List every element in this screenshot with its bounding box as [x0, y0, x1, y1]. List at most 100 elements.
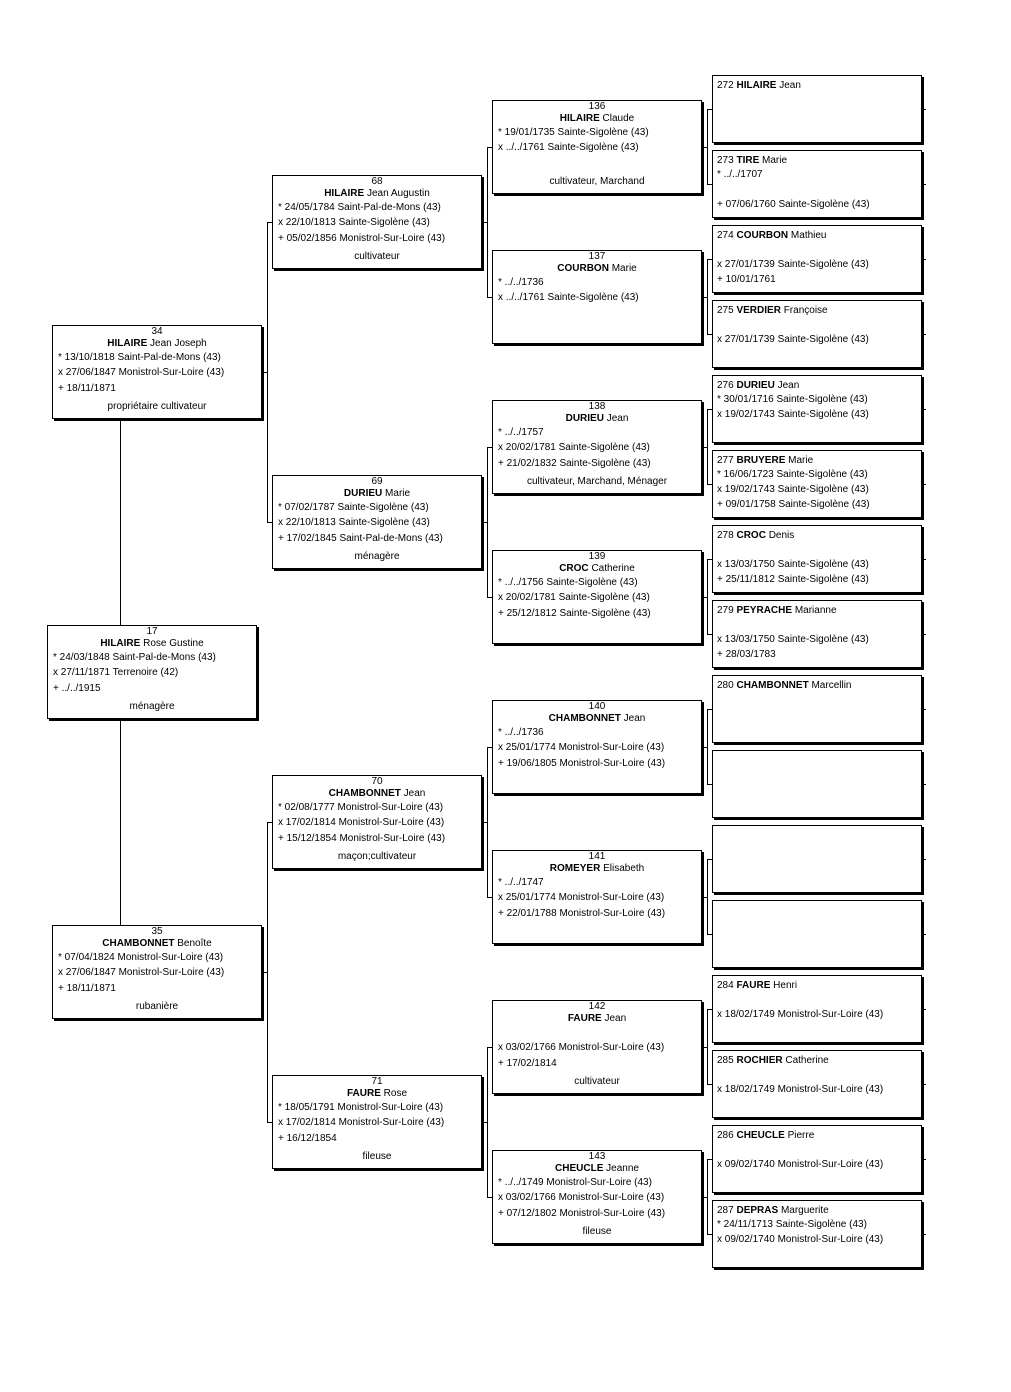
death-line: [498, 306, 696, 322]
connector-line: [487, 1047, 492, 1048]
connector-line: [702, 297, 707, 298]
connector-line: [707, 559, 712, 560]
surname: CHAMBONNET: [548, 713, 621, 724]
person-name: CROC Catherine: [498, 562, 696, 575]
event-line: x 19/02/1743 Sainte-Sigolène (43): [717, 484, 869, 495]
death-line: + 05/02/1856 Monistrol-Sur-Loire (43): [278, 233, 446, 244]
birth-line: * ../../1736: [498, 277, 544, 288]
person-box-gen5-280: 280 CHAMBONNET Marcellin: [712, 675, 922, 743]
surname: CHEUCLE: [736, 1130, 785, 1141]
birth-line: * ../../1747: [498, 877, 544, 888]
event-line: [717, 692, 917, 707]
sosa-number: 143: [588, 1151, 606, 1162]
surname: VERDIER: [736, 305, 781, 316]
connector-line: [487, 297, 492, 298]
event-line: + 25/11/1812 Sainte-Sigolène (43): [717, 574, 869, 585]
connector-line: [922, 1084, 926, 1085]
connector-line: [702, 897, 707, 898]
given-name: Elisabeth: [603, 863, 645, 874]
event-line: x 18/02/1749 Monistrol-Sur-Loire (43): [717, 1009, 884, 1020]
person-box-gen5-275: 275 VERDIER Françoise x 27/01/1739 Sainte…: [712, 300, 922, 368]
connector-line: [482, 822, 487, 823]
marriage-line: x 03/02/1766 Monistrol-Sur-Loire (43): [498, 1042, 665, 1053]
birth-line: * 24/05/1784 Saint-Pal-de-Mons (43): [278, 202, 441, 213]
person-header: 278 CROC Denis: [717, 526, 917, 542]
death-line: + 15/12/1854 Monistrol-Sur-Loire (43): [278, 833, 446, 844]
surname: CHAMBONNET: [328, 788, 401, 799]
connector-line: [922, 259, 926, 260]
connector-line: [702, 1047, 707, 1048]
connector-line: [707, 409, 712, 410]
given-name: Marcellin: [811, 680, 852, 691]
occupation: cultivateur, Marchand: [549, 176, 645, 187]
occupation: propriétaire cultivateur: [107, 401, 207, 412]
given-name: Jean: [403, 788, 426, 799]
person-box-gen5-273: 273 TIRE Marie* ../../1707+ 07/06/1760 S…: [712, 150, 922, 218]
connector-line: [702, 1197, 707, 1198]
person-name: FAURE Jean: [498, 1012, 696, 1025]
sosa-number: 68: [371, 176, 383, 187]
connector-line: [487, 147, 492, 148]
person-header: 280 CHAMBONNET Marcellin: [717, 676, 917, 692]
connector-line: [267, 222, 272, 223]
sosa-number: 69: [371, 476, 383, 487]
birth-line: * ../../1757: [498, 427, 544, 438]
connector-line: [487, 597, 492, 598]
death-line: + ../../1915: [53, 683, 101, 694]
event-line: + 28/03/1783: [717, 649, 776, 660]
connector-line: [702, 597, 707, 598]
given-name: Henri: [773, 980, 798, 991]
event-line: [717, 857, 917, 872]
connector-line: [707, 484, 712, 485]
sosa-number: 71: [371, 1076, 383, 1087]
connector-line: [922, 484, 926, 485]
event-line: [717, 872, 917, 887]
sosa-number: 285: [717, 1055, 734, 1066]
surname: HILAIRE: [559, 113, 600, 124]
event-line: [717, 707, 917, 722]
marriage-line: x 17/02/1814 Monistrol-Sur-Loire (43): [278, 817, 445, 828]
death-line: + 18/11/1871: [58, 383, 116, 394]
surname: ROMEYER: [549, 863, 601, 874]
surname: HILAIRE: [107, 338, 148, 349]
event-line: [717, 1172, 917, 1187]
marriage-line: x 27/06/1847 Monistrol-Sur-Loire (43): [58, 967, 225, 978]
birth-line: * 19/01/1735 Sainte-Sigolène (43): [498, 127, 649, 138]
person-header: 275 VERDIER Françoise: [717, 301, 917, 317]
person-box-gen5-blank-11: [712, 900, 922, 968]
event-line: [717, 722, 917, 737]
connector-line: [707, 859, 712, 860]
given-name: Rose: [383, 1088, 408, 1099]
connector-line: [707, 1159, 708, 1235]
surname: CHEUCLE: [555, 1163, 604, 1174]
connector-line: [707, 259, 712, 260]
birth-line: * 24/03/1848 Saint-Pal-de-Mons (43): [53, 652, 216, 663]
connector-line: [922, 334, 926, 335]
connector-line: [922, 934, 926, 935]
surname: COURBON: [557, 263, 609, 274]
marriage-line: x 03/02/1766 Monistrol-Sur-Loire (43): [498, 1192, 665, 1203]
surname: DURIEU: [343, 488, 383, 499]
sosa-number: 70: [371, 776, 383, 787]
person-header: [717, 901, 917, 917]
surname: CHAMBONNET: [736, 680, 809, 691]
connector-line: [267, 1122, 272, 1123]
event-line: * 24/11/1713 Sainte-Sigolène (43): [717, 1219, 867, 1230]
event-line: * 16/06/1723 Sainte-Sigolène (43): [717, 469, 868, 480]
person-name: CHEUCLE Jeanne: [498, 1162, 696, 1175]
surname: FAURE: [736, 980, 771, 991]
connector-line: [267, 522, 272, 523]
given-name: Catherine: [591, 563, 635, 574]
person-header: 272 HILAIRE Jean: [717, 76, 917, 92]
given-name: Catherine: [785, 1055, 829, 1066]
given-name: Mathieu: [790, 230, 827, 241]
surname: ROCHIER: [736, 1055, 783, 1066]
surname: PEYRACHE: [736, 605, 793, 616]
event-line: x 27/01/1739 Sainte-Sigolène (43): [717, 334, 869, 345]
